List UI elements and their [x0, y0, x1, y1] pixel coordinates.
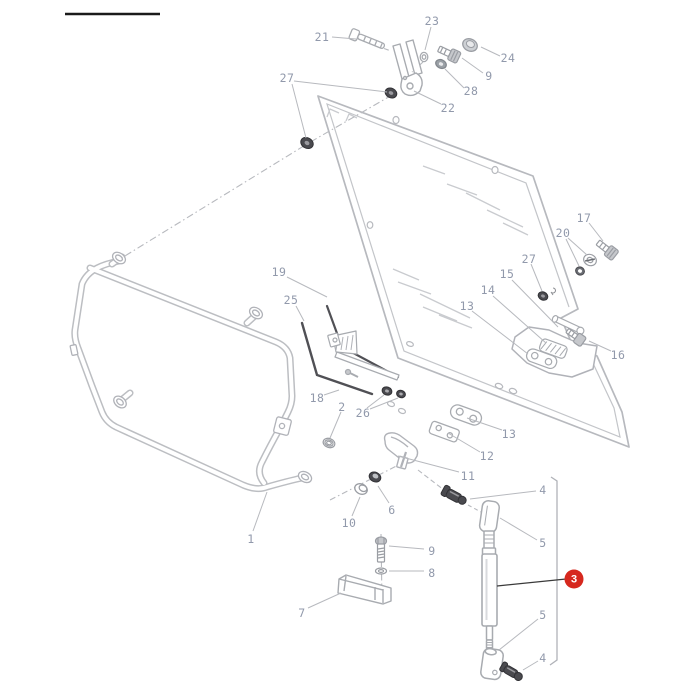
callout-25[interactable]: 25	[283, 293, 299, 307]
leader-lines	[252, 26, 612, 671]
callout-18[interactable]: 18	[309, 391, 325, 405]
glass-holes	[366, 115, 518, 415]
callout-8[interactable]: 8	[428, 566, 436, 580]
callout-9-top[interactable]: 9	[485, 69, 493, 83]
nut-6	[368, 471, 382, 483]
callout-10[interactable]: 10	[341, 516, 357, 530]
callout-24[interactable]: 24	[500, 51, 516, 65]
group-bracket	[549, 476, 558, 666]
callout-16[interactable]: 16	[610, 348, 626, 362]
lower-plates	[383, 404, 483, 470]
strut-body-3	[481, 530, 498, 650]
washer-8	[374, 567, 388, 575]
pin-15	[551, 314, 585, 335]
latch-handle-11	[383, 432, 419, 470]
callout-22[interactable]: 22	[440, 101, 456, 115]
bolt-9-top	[437, 45, 462, 64]
clip-detail	[550, 287, 556, 296]
callout-12[interactable]: 12	[479, 449, 495, 463]
callout-5-bottom[interactable]: 5	[539, 608, 547, 622]
callout-17[interactable]: 17	[576, 211, 592, 225]
washer-2	[322, 437, 336, 449]
grommet-20-large	[583, 253, 597, 267]
callout-4-bottom[interactable]: 4	[539, 651, 547, 665]
callout-19[interactable]: 19	[271, 265, 287, 279]
nut-27-small	[537, 291, 549, 301]
gas-strut-assembly	[440, 476, 567, 681]
washer-23	[419, 51, 429, 63]
callout-2[interactable]: 2	[338, 400, 346, 414]
frame-tube	[69, 251, 313, 493]
callout-5-top[interactable]: 5	[539, 536, 547, 550]
callout-28[interactable]: 28	[463, 84, 479, 98]
cap-10	[354, 483, 368, 495]
clevis-bracket-22	[392, 39, 423, 97]
window-stay-assembly	[300, 304, 406, 449]
strut-end-fitting-5-bottom	[480, 647, 504, 681]
highlighted-callout-3[interactable]: 3	[564, 569, 584, 589]
callout-21[interactable]: 21	[314, 30, 330, 44]
bolt-9-bottom	[374, 536, 388, 563]
callout-4-top[interactable]: 4	[539, 483, 547, 497]
callout-13-upper[interactable]: 13	[459, 299, 475, 313]
cap-24	[462, 38, 478, 52]
callout-27-mid[interactable]: 27	[521, 252, 537, 266]
plate-12	[428, 420, 460, 443]
wedge-bracket-7	[337, 574, 392, 605]
grommets-26	[381, 386, 406, 399]
clevis-assembly	[300, 28, 478, 150]
right-fasteners	[537, 239, 619, 301]
frame-striker-bracket	[273, 416, 292, 436]
grommet-27-mid	[300, 136, 314, 150]
callout-15[interactable]: 15	[499, 267, 515, 281]
plate-13-lower	[449, 404, 483, 426]
callout-1[interactable]: 1	[247, 532, 255, 546]
stay-rod-25	[300, 321, 374, 396]
washer-20-small	[575, 266, 585, 276]
stay-channel	[327, 330, 400, 381]
callout-23[interactable]: 23	[424, 14, 440, 28]
callout-27-top[interactable]: 27	[279, 71, 295, 85]
callout-20[interactable]: 20	[555, 226, 571, 240]
frame-mount-flanges	[69, 251, 313, 484]
hinge-bracket-assembly	[511, 314, 598, 378]
grommet-27-top	[384, 87, 398, 99]
callout-9-bottom[interactable]: 9	[428, 544, 436, 558]
bolt-17	[595, 239, 619, 261]
strut-end-fitting-5-top	[478, 500, 500, 534]
glass-reflections	[326, 108, 529, 329]
callout-13-lower[interactable]: 13	[501, 427, 517, 441]
ball-stud-4-top	[440, 484, 467, 505]
ball-stud-4-bottom	[499, 661, 523, 681]
callout-26[interactable]: 26	[355, 406, 371, 420]
callout-6[interactable]: 6	[388, 503, 396, 517]
callout-14[interactable]: 14	[480, 283, 496, 297]
callout-11[interactable]: 11	[460, 469, 476, 483]
nut-28	[435, 58, 447, 70]
bolt-21	[348, 28, 386, 49]
highlight-leader	[496, 578, 567, 587]
bolt-16	[565, 328, 587, 347]
callout-7[interactable]: 7	[298, 606, 306, 620]
